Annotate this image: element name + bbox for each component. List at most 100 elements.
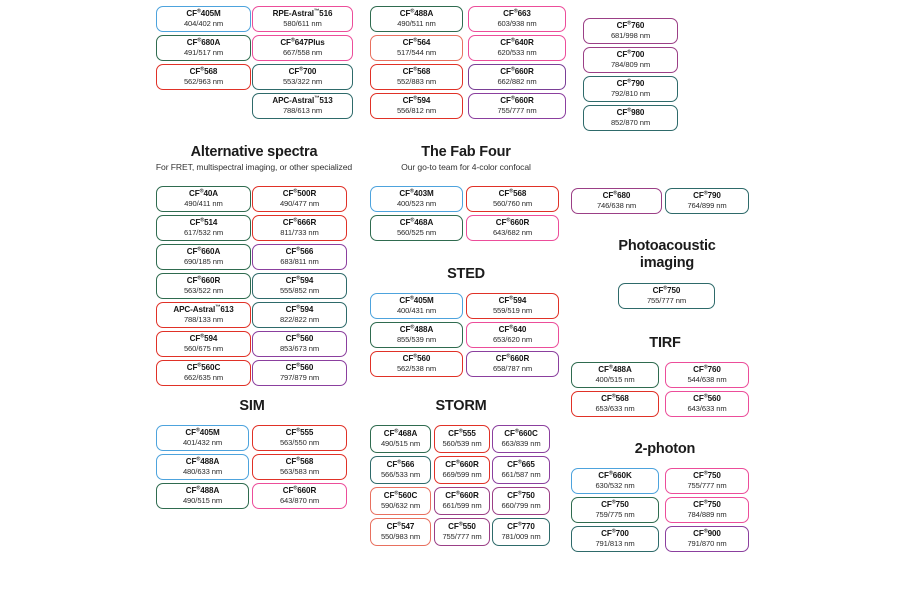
trademark-symbol: ™ <box>215 304 221 311</box>
trademark-symbol: ® <box>290 37 295 44</box>
dye-name: CF®468A <box>399 217 434 227</box>
trademark-symbol: ® <box>513 8 518 15</box>
dye-name: CF®680 <box>602 190 631 200</box>
excitation-emission-value: 653/633 nm <box>595 403 635 413</box>
excitation-emission-value: 661/587 nm <box>501 469 541 479</box>
excitation-emission-value: 662/882 nm <box>497 76 537 86</box>
dye-name: CF®666R <box>282 217 317 227</box>
dye-name: CF®405M <box>399 295 434 305</box>
trademark-symbol: ® <box>703 470 708 477</box>
excitation-emission-value: 553/322 nm <box>282 76 323 86</box>
trademark-symbol: ® <box>627 107 632 114</box>
dye-name: CF®500R <box>282 188 317 198</box>
excitation-emission-value: 563/550 nm <box>279 437 320 447</box>
trademark-symbol: ® <box>517 490 522 497</box>
trademark-symbol: ® <box>509 295 514 302</box>
trademark-symbol: ® <box>296 275 301 282</box>
dye-name: CF®566 <box>285 246 314 256</box>
excitation-emission-value: 643/633 nm <box>687 403 727 413</box>
trademark-symbol: ™ <box>314 95 320 102</box>
trademark-symbol: ® <box>506 353 511 360</box>
trademark-symbol: ® <box>458 521 463 528</box>
dye-name: CF®647Plus <box>280 37 325 47</box>
excitation-emission-value: 784/889 nm <box>687 509 727 519</box>
trademark-symbol: ® <box>703 393 708 400</box>
